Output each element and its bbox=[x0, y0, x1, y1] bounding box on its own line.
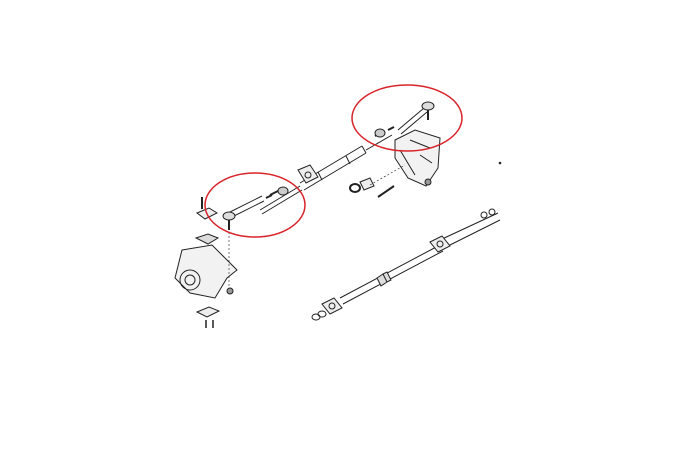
tie-rod-right bbox=[374, 101, 435, 138]
steering-rack-upper bbox=[259, 134, 393, 215]
knuckle-left bbox=[174, 197, 238, 328]
highlight-circle-right bbox=[351, 84, 463, 152]
tie-rod-left bbox=[222, 186, 289, 230]
flange-upper bbox=[297, 164, 319, 184]
highlight-circle-left bbox=[204, 172, 306, 238]
bushing-and-bolt bbox=[349, 164, 406, 198]
housing-right bbox=[394, 129, 441, 187]
inner-tie-rod-left bbox=[259, 185, 303, 215]
steering-shaft-lower bbox=[311, 161, 502, 321]
